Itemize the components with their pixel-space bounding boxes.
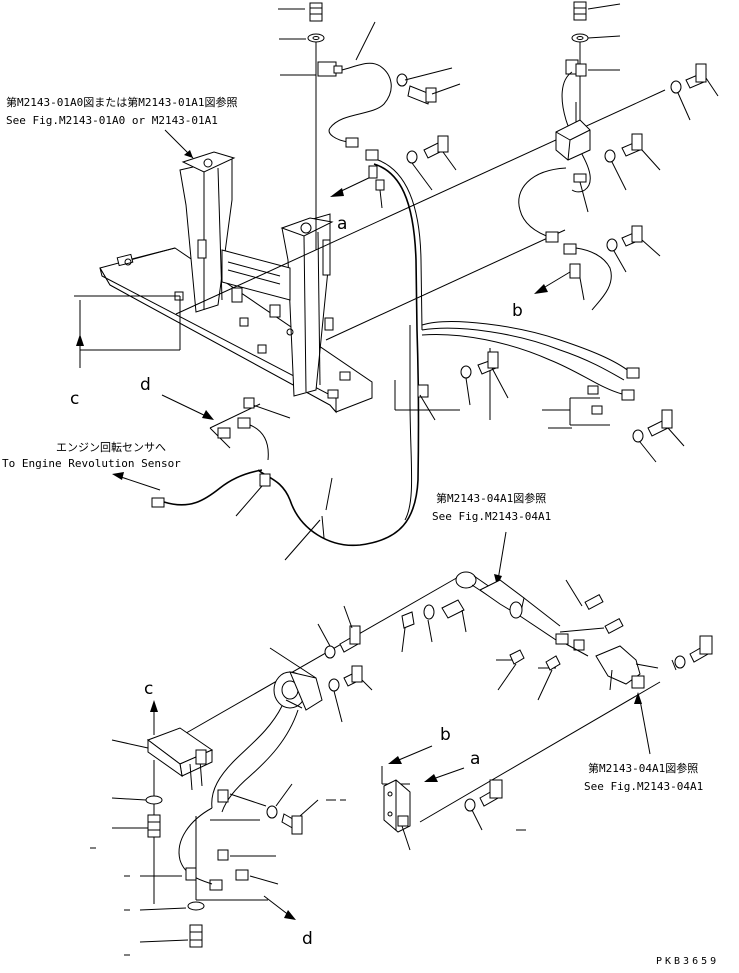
letter-c-upper: c (70, 389, 79, 409)
connector-c (626, 367, 640, 379)
sensor-cable-d (249, 424, 269, 461)
ref-note-mid-en: See Fig.M2143-04A1 (432, 510, 551, 523)
clamp (417, 384, 429, 398)
view-marker-d-lower (195, 816, 279, 901)
pin-pair (496, 649, 561, 701)
engine-sensor-note-jp: エンジン回転センサへ (56, 441, 166, 454)
harness-right-branch (421, 321, 631, 373)
sensor-block (383, 779, 411, 851)
leader-right (639, 699, 651, 755)
cable-b (575, 247, 612, 311)
clamp-lower (217, 789, 229, 803)
leader-line (284, 519, 321, 561)
bolt-washer-set-6 (604, 133, 661, 191)
arrow-d-lower (263, 895, 291, 917)
switch-cable (211, 705, 283, 809)
arrow-b-lower (393, 745, 433, 763)
guide-line (175, 89, 666, 315)
frame-bracket (99, 151, 373, 414)
ref-note-right-jp: 第M2143-04A1図参照 (588, 761, 698, 775)
clamp (259, 473, 271, 487)
view-marker-a-upper (330, 165, 385, 209)
letter-d-lower: d (302, 929, 313, 949)
bolt-washer-set-2 (406, 135, 457, 191)
sensor-cable-top (328, 62, 392, 143)
sensor-bracket (555, 119, 591, 161)
leader-d (161, 394, 211, 419)
bolt-washer-set-9 (317, 605, 361, 659)
bolt-washer-set-4 (632, 409, 685, 463)
bolt-washer-set-11 (266, 783, 346, 835)
mounting-plate (111, 727, 214, 791)
view-marker-d-upper (209, 397, 291, 449)
engine-sensor-note-en: To Engine Revolution Sensor (2, 457, 181, 470)
bolt-washer-set-5 (670, 63, 719, 121)
view-marker-b-upper (534, 263, 585, 301)
bolt-washer-set-1 (396, 67, 461, 105)
bolt-washer-set-10 (328, 665, 373, 723)
clevis-bracket (401, 599, 467, 653)
switch-body (269, 647, 323, 711)
harness-right-branch-2 (421, 327, 625, 381)
sensor-cable-loop (518, 167, 567, 239)
leader-mid (497, 531, 507, 581)
washer-bottom-left (187, 901, 205, 911)
connector-b (365, 149, 379, 161)
connector-d (621, 389, 635, 401)
clamp-small (573, 173, 587, 183)
harness-lower (178, 807, 213, 885)
main-harness (257, 163, 420, 547)
letter-a-upper: a (337, 214, 347, 234)
leader-line (355, 21, 376, 61)
connector-f (563, 243, 577, 255)
bolt-washer-set-7 (606, 225, 661, 273)
guide-line (325, 229, 566, 341)
main-harness-edge (377, 159, 423, 331)
letter-b-lower: b (440, 725, 451, 745)
drawing-code: PKB3659 (656, 956, 719, 967)
bolt-bottom-left (189, 924, 203, 948)
bolt-washer-set-8 (671, 635, 713, 671)
letter-c-lower: c (144, 679, 153, 699)
guide-line-lower (173, 575, 461, 741)
letter-a-lower: a (470, 749, 480, 769)
harness-right-branch-3 (421, 334, 623, 395)
arrow-head (184, 150, 193, 158)
cylinder (455, 571, 561, 641)
ref-note-mid-jp: 第M2143-04A1図参照 (436, 491, 546, 505)
ref-note-top-left-en: See Fig.M2143-01A0 or M2143-01A1 (6, 114, 218, 127)
harness-branch (404, 325, 413, 521)
clamp-bottom (185, 867, 197, 881)
letter-d-upper: d (140, 375, 151, 395)
letter-b-upper: b (512, 301, 523, 321)
bolt-lower-left (147, 814, 161, 838)
connector-a (345, 137, 359, 148)
bolt-stack-top-center (278, 2, 343, 250)
connector-e (545, 231, 559, 243)
arrow-engine (117, 475, 161, 491)
bolt-stack-top-right (565, 1, 621, 140)
bolt-washer-set-12 (464, 779, 526, 831)
ref-note-top-left-jp: 第M2143-01A0図または第M2143-01A1図参照 (6, 95, 237, 109)
washer-lower-left (145, 795, 163, 805)
engine-sensor-cable (163, 469, 263, 506)
view-marker-c-upper (74, 295, 181, 368)
bracket-pair (542, 385, 610, 429)
connector-engine (151, 497, 165, 508)
pin-set-right (555, 579, 659, 691)
bolt-washer-set-3 (460, 351, 509, 406)
ref-note-right-en: See Fig.M2143-04A1 (584, 780, 703, 793)
guide-line-lower-2 (419, 681, 661, 823)
